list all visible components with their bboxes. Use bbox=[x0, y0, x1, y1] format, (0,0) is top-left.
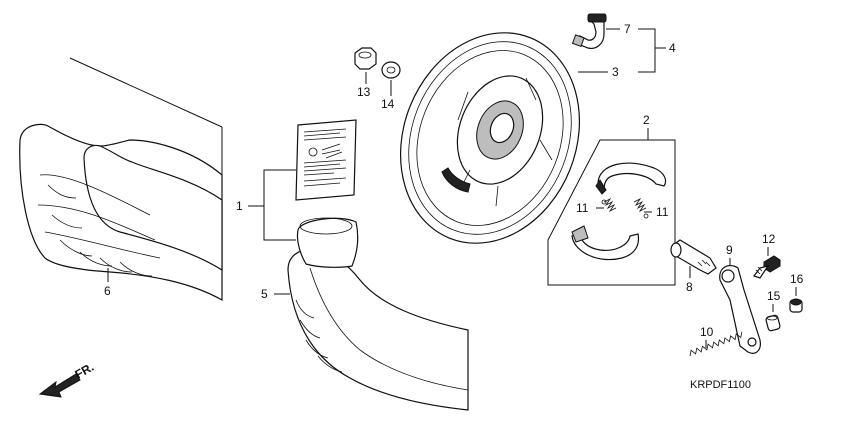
brake-arm-9 bbox=[719, 265, 761, 354]
callout-4: 4 bbox=[669, 41, 676, 55]
callout-11b: 11 bbox=[656, 205, 669, 219]
callout-3: 3 bbox=[612, 65, 619, 79]
callout-16: 16 bbox=[790, 272, 804, 286]
callout-6: 6 bbox=[104, 284, 111, 298]
bolt-12 bbox=[753, 255, 781, 279]
diagram-code: KRPDF1100 bbox=[690, 379, 751, 391]
callout-13: 13 bbox=[357, 85, 371, 99]
callout-11a: 11 bbox=[576, 201, 589, 215]
callout-14: 14 bbox=[381, 97, 395, 111]
brake-shoe-upper bbox=[595, 162, 667, 195]
spring-11-left bbox=[601, 197, 617, 213]
tire-section-6 bbox=[19, 57, 223, 302]
callout-2: 2 bbox=[643, 113, 650, 127]
rear-wheel-3 bbox=[399, 32, 581, 244]
callout-7: 7 bbox=[624, 22, 631, 36]
cap-16 bbox=[789, 298, 803, 313]
tire-5 bbox=[287, 217, 469, 411]
front-direction-arrow-icon bbox=[38, 373, 81, 398]
callout-1: 1 bbox=[236, 199, 243, 213]
spring-10 bbox=[689, 331, 743, 357]
tire-label-sheet bbox=[295, 119, 357, 201]
callout-5: 5 bbox=[261, 287, 268, 301]
callout-10: 10 bbox=[700, 325, 714, 339]
brake-shoe-lower bbox=[571, 225, 640, 261]
collar-15 bbox=[765, 314, 781, 332]
washer-14 bbox=[381, 61, 401, 79]
spring-11-right bbox=[633, 197, 649, 219]
callout-8: 8 bbox=[686, 280, 693, 294]
callout-15: 15 bbox=[767, 289, 781, 303]
callout-12: 12 bbox=[762, 232, 776, 246]
air-valve-7 bbox=[571, 13, 607, 49]
brake-cam-8 bbox=[670, 239, 717, 275]
nut-13 bbox=[354, 47, 377, 70]
callout-9: 9 bbox=[726, 243, 733, 257]
